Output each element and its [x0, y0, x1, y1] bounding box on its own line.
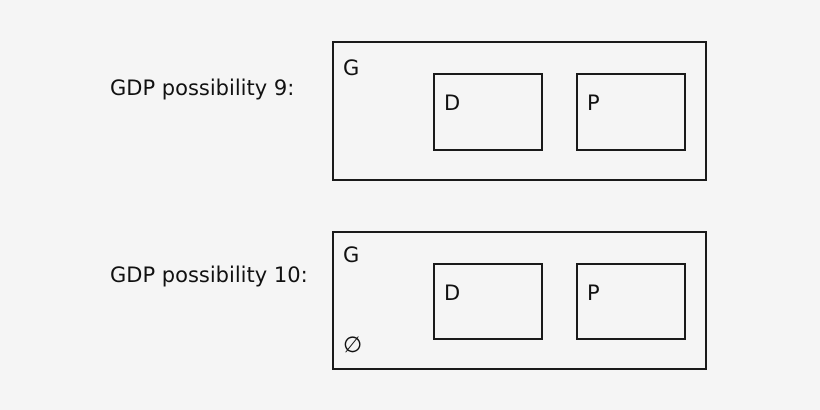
- inner-box-p: P: [576, 263, 686, 340]
- box-label-p: P: [587, 91, 600, 115]
- outer-box-g: G ∅: [332, 231, 707, 370]
- box-label-g: G: [343, 56, 360, 80]
- empty-set-icon: ∅: [343, 333, 363, 358]
- row-label: GDP possibility 10:: [110, 263, 308, 287]
- inner-box-d: D: [433, 73, 543, 151]
- row-label: GDP possibility 9:: [110, 76, 295, 100]
- box-label-p: P: [587, 281, 600, 305]
- box-label-d: D: [444, 91, 461, 115]
- box-label-d: D: [444, 281, 461, 305]
- inner-box-p: P: [576, 73, 686, 151]
- inner-box-d: D: [433, 263, 543, 340]
- box-label-g: G: [343, 243, 360, 267]
- outer-box-g: G: [332, 41, 707, 181]
